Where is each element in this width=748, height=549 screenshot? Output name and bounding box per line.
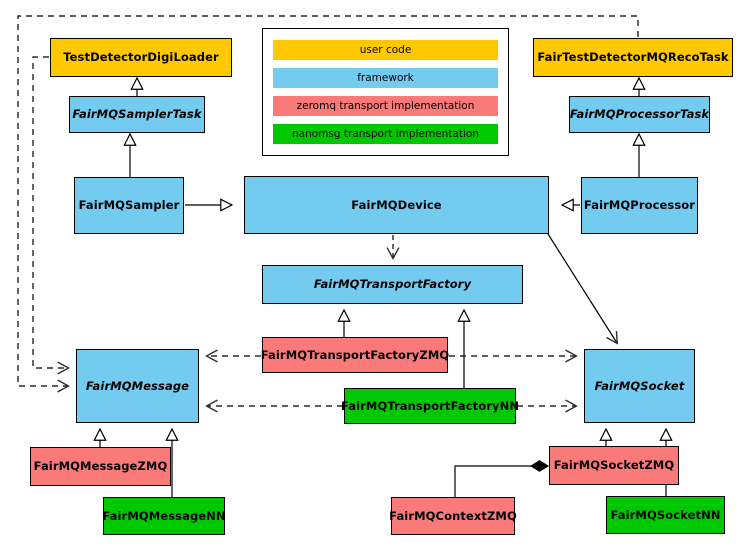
legend-label: framework xyxy=(357,72,414,84)
legend-item-framework: framework xyxy=(273,68,498,88)
class-box-fairmqsocket[interactable]: FairMQSocket xyxy=(584,349,695,423)
class-label: FairMQProcessorTask xyxy=(569,107,710,122)
class-box-fairtestdetectormqrecotask[interactable]: FairTestDetectorMQRecoTask xyxy=(533,38,733,77)
class-box-fairmqsocketnn[interactable]: FairMQSocketNN xyxy=(606,496,725,534)
class-box-fairmqmessagenn[interactable]: FairMQMessageNN xyxy=(102,497,226,535)
class-box-fairmqmessagezmq[interactable]: FairMQMessageZMQ xyxy=(30,447,171,486)
class-label: FairMQContextZMQ xyxy=(389,508,517,523)
legend-label: zeromq transport implementation xyxy=(296,100,475,112)
class-box-fairmqcontextzmq[interactable]: FairMQContextZMQ xyxy=(389,497,517,535)
class-label: FairMQSocketNN xyxy=(610,507,721,522)
class-label: FairTestDetectorMQRecoTask xyxy=(537,50,729,65)
class-label: FairMQTransportFactory xyxy=(313,277,472,292)
class-box-fairmqsocketzmq[interactable]: FairMQSocketZMQ xyxy=(549,446,679,485)
edge-device-to-socket xyxy=(547,233,617,343)
class-label: FairMQTransportFactoryNN xyxy=(340,398,520,413)
legend-item-zeromq: zeromq transport implementation xyxy=(273,96,498,116)
class-label: FairMQSamplerTask xyxy=(72,107,202,122)
class-label: FairMQMessage xyxy=(85,378,190,393)
class-box-fairmqprocessor[interactable]: FairMQProcessor xyxy=(581,177,698,234)
legend-label: nanomsg transport implementation xyxy=(292,128,479,140)
class-label: FairMQDevice xyxy=(351,197,442,212)
class-label: FairMQSocketZMQ xyxy=(553,458,675,473)
edge-digiloader-to-message xyxy=(32,56,68,368)
class-label: TestDetectorDigiLoader xyxy=(63,50,219,65)
class-box-fairmqtransportfactory[interactable]: FairMQTransportFactory xyxy=(262,265,523,304)
class-box-testdetectordigiloader[interactable]: TestDetectorDigiLoader xyxy=(50,38,232,77)
class-box-fairmqtransportfactorynn[interactable]: FairMQTransportFactoryNN xyxy=(340,388,520,424)
legend-item-nanomsg: nanomsg transport implementation xyxy=(273,124,498,144)
class-box-fairmqtransportfactoryzmq[interactable]: FairMQTransportFactoryZMQ xyxy=(260,337,450,373)
class-box-fairmqprocessortask[interactable]: FairMQProcessorTask xyxy=(569,96,710,133)
class-label: FairMQMessageZMQ xyxy=(33,459,168,474)
class-label: FairMQSampler xyxy=(78,198,180,213)
class-box-fairmqsampler[interactable]: FairMQSampler xyxy=(74,177,184,234)
legend-label: user code xyxy=(359,44,412,56)
class-box-fairmqsamplertask[interactable]: FairMQSamplerTask xyxy=(69,96,205,133)
class-label: FairMQTransportFactoryZMQ xyxy=(260,347,450,362)
class-label: FairMQProcessor xyxy=(583,198,696,213)
edge-socketzmq-composition-contextzmq xyxy=(454,466,548,497)
class-label: FairMQSocket xyxy=(594,378,685,393)
class-box-fairmqmessage[interactable]: FairMQMessage xyxy=(76,349,199,423)
legend: user code framework zeromq transport imp… xyxy=(262,28,509,156)
legend-item-user-code: user code xyxy=(273,40,498,60)
class-label: FairMQMessageNN xyxy=(102,508,226,523)
class-box-fairmqdevice[interactable]: FairMQDevice xyxy=(244,176,549,234)
